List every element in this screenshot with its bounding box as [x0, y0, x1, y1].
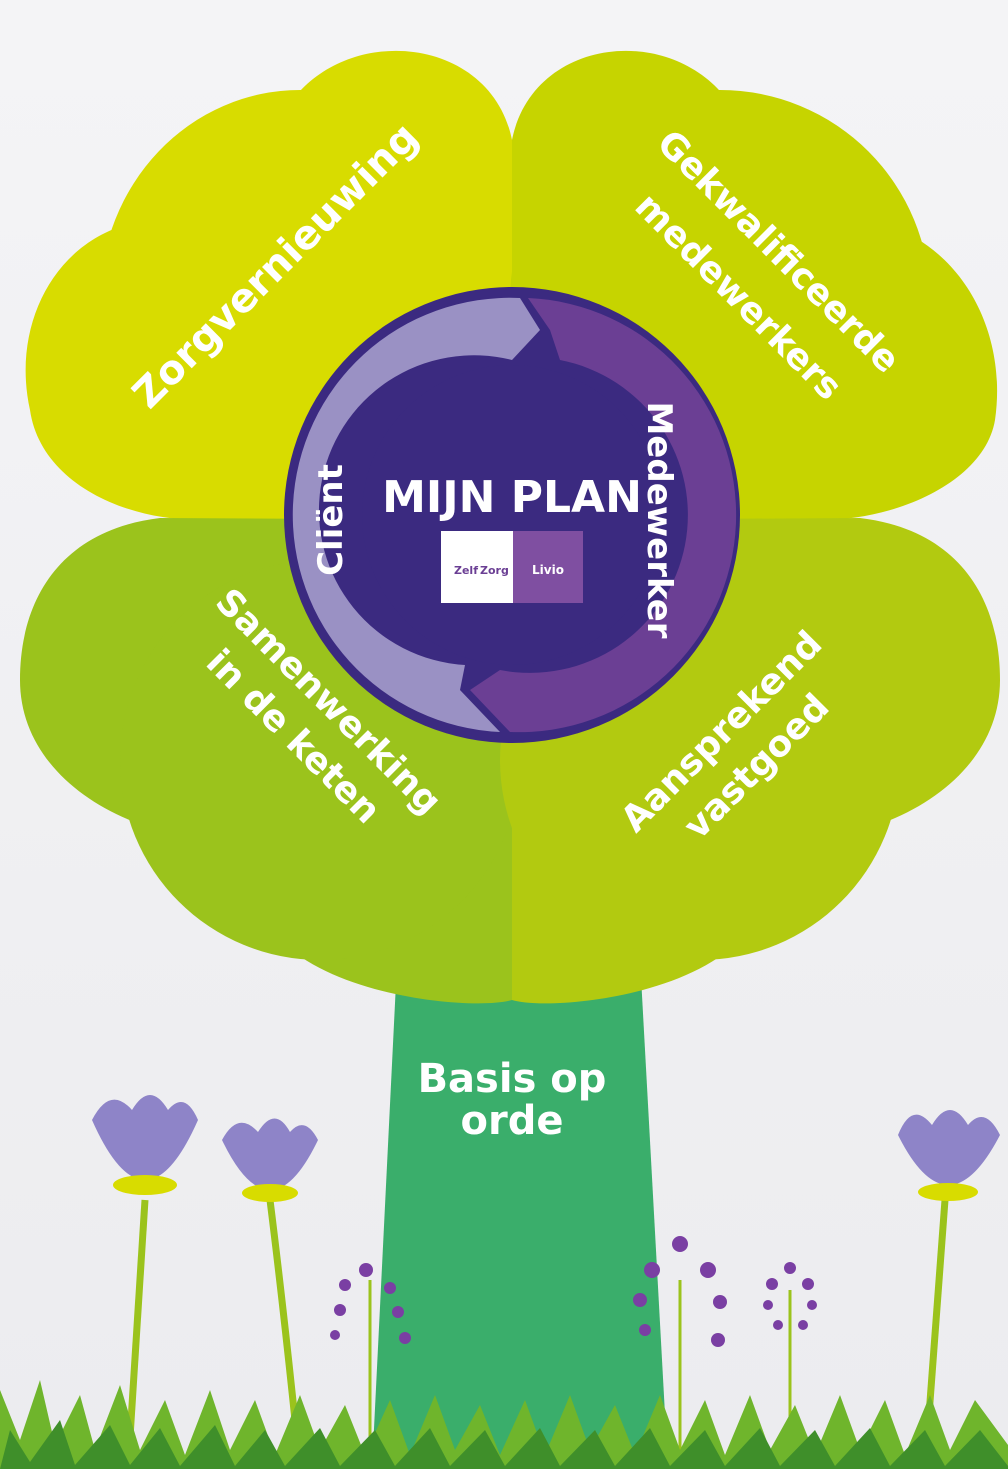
ring-client-segment [292, 297, 540, 732]
mijn-plan-circle [284, 287, 740, 743]
ring-label-medewerker: Medewerker [639, 401, 679, 638]
grass [0, 1380, 1008, 1469]
berry-sprig-right-1 [633, 1236, 727, 1469]
zelfzorg-livio-logo: Zelf Zorg Livio [441, 531, 583, 603]
logo-text-livio: Livio [532, 563, 564, 577]
ring-label-client: Cliënt [311, 464, 351, 576]
logo-text-zelf: Zelf [454, 564, 478, 577]
trunk-label-line1: Basis op [418, 1056, 607, 1102]
trunk-label-line2: orde [461, 1098, 564, 1144]
ring-medewerker-segment [470, 298, 737, 733]
flower-left-1 [92, 1095, 198, 1469]
center-title: MIJN PLAN [382, 472, 642, 523]
logo-text-zorg: Zorg [480, 564, 509, 577]
